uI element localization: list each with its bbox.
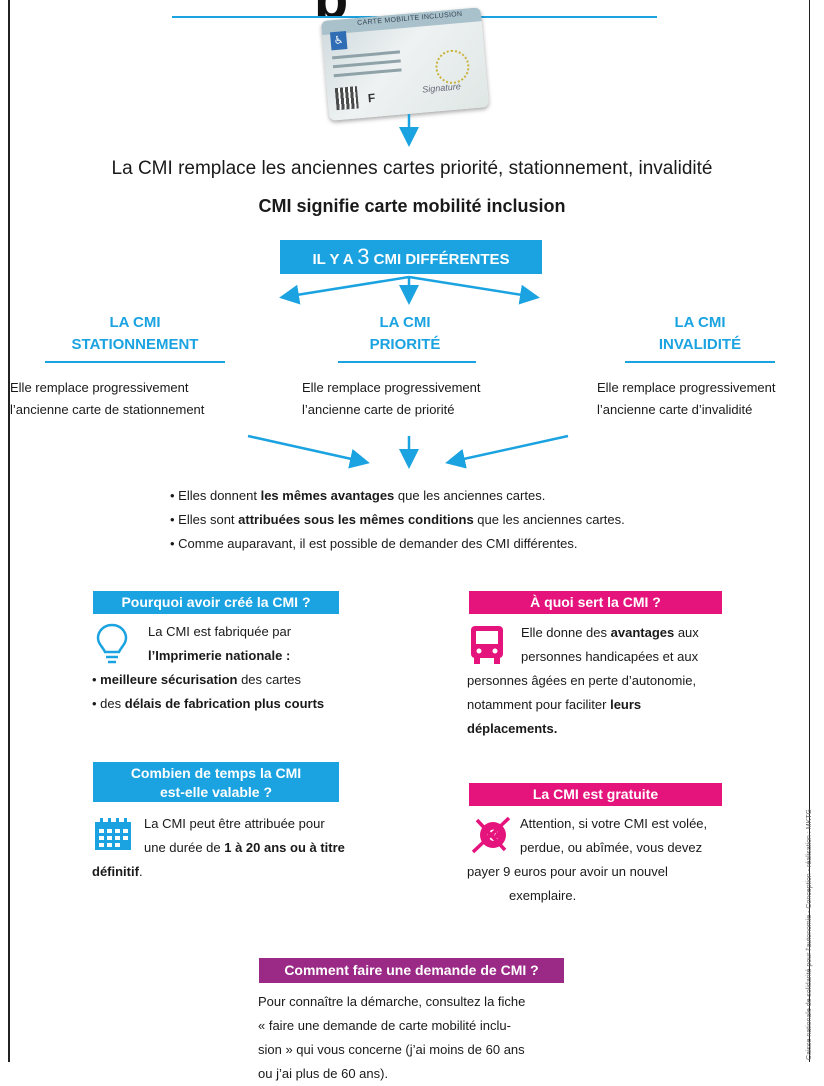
arrow-left — [279, 275, 410, 305]
page-border-right — [809, 0, 810, 1062]
page-border-left — [8, 0, 10, 1062]
what-heading: À quoi sert la CMI ? — [469, 591, 722, 614]
duration-text-end: définitif. — [92, 864, 143, 879]
common-features-list: Elles donnent les mêmes avantages que le… — [170, 484, 730, 556]
free-heading: La CMI est gratuite — [469, 783, 722, 806]
request-heading: Comment faire une demande de CMI ? — [259, 958, 564, 983]
list-item: Elles sont attribuées sous les mêmes con… — [170, 508, 730, 532]
what-text-intro: Elle donne des avantages aux personnes h… — [521, 625, 699, 664]
type-underline — [45, 361, 225, 363]
types-pill: IL Y A 3 CMI DIFFÉRENTES — [280, 240, 542, 274]
arrow-merge-left — [247, 434, 370, 469]
why-heading: Pourquoi avoir créé la CMI ? — [93, 591, 339, 614]
euro-crossed-icon: € — [471, 816, 511, 854]
bus-icon — [471, 626, 503, 664]
why-text: La CMI est fabriquée par l’Imprimerie na… — [148, 624, 292, 663]
wheelchair-icon: ♿ — [329, 31, 348, 51]
list-item: Elles donnent les mêmes avantages que le… — [170, 484, 730, 508]
types-suffix: CMI DIFFÉRENTES — [369, 251, 510, 268]
calendar-icon — [95, 818, 131, 850]
types-number: 3 — [357, 244, 370, 269]
credit-text: Caisse nationale de solidarité pour l’au… — [806, 809, 813, 1060]
type-underline — [338, 361, 476, 363]
intro-definition: CMI signifie carte mobilité inclusion — [258, 196, 566, 216]
cmi-card-image: CARTE MOBILITE INCLUSION ♿ F Signature — [320, 7, 490, 121]
request-text: Pour connaître la démarche, consultez la… — [258, 994, 526, 1081]
arrow-right — [408, 275, 540, 305]
eu-stars-icon — [434, 48, 471, 86]
type-underline — [625, 361, 775, 363]
list-item: Comme auparavant, il est possible de dem… — [170, 532, 730, 556]
free-text-rest: payer 9 euros pour avoir un nouvel exemp… — [467, 864, 668, 903]
qr-code-icon — [334, 86, 359, 111]
intro-line: La CMI remplace les anciennes cartes pri… — [111, 158, 713, 179]
card-signature: Signature — [421, 81, 462, 95]
types-prefix: IL Y A — [312, 251, 358, 268]
arrow-merge-right — [445, 434, 569, 469]
duration-text: La CMI peut être attribuée pour une duré… — [144, 816, 345, 855]
card-lines — [332, 49, 419, 83]
page-title-fragment: p — [300, 0, 520, 18]
card-letter: F — [367, 90, 376, 106]
free-text-intro: Attention, si votre CMI est volée, perdu… — [520, 816, 708, 855]
lightbulb-icon — [96, 623, 128, 664]
what-text-rest: personnes âgées en perte d’autonomie, no… — [467, 673, 697, 736]
why-bullets: • meilleure sécurisation des cartes • de… — [92, 672, 325, 711]
